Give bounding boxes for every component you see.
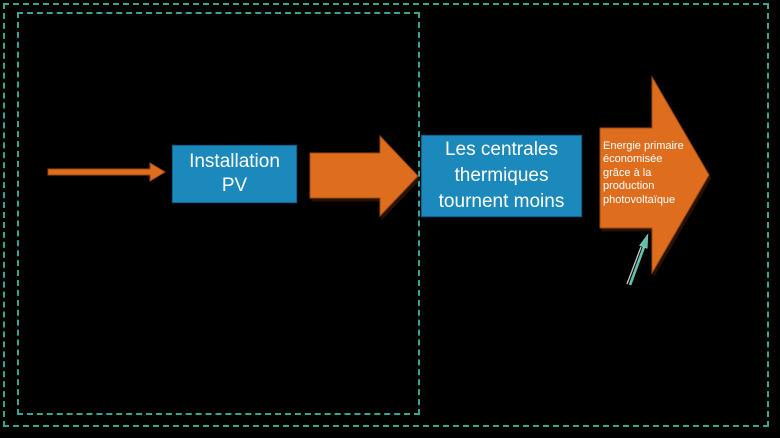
thermal-plants-box: Les centrales thermiques tournent moins — [421, 135, 582, 217]
pointer-arrow-icon — [626, 233, 649, 286]
pointer-arrow-head — [639, 233, 649, 249]
energy-saved-label: Energie primaire économisée grâce à la p… — [603, 140, 684, 206]
pointer-arrow-shaft — [628, 246, 646, 286]
block-arrow-right-icon — [309, 134, 419, 218]
thermal-plants-label: Les centrales thermiques tournent moins — [438, 138, 565, 213]
block-arrow-shape — [309, 134, 419, 218]
pointer-arrow-highlight — [626, 246, 642, 285]
installation-pv-box: Installation PV — [172, 145, 297, 203]
energy-saved-arrow-shape — [599, 75, 710, 275]
energy-arrow-polygon — [599, 75, 710, 275]
input-arrow-connector — [47, 162, 166, 182]
left-dashed-panel — [17, 12, 420, 415]
outer-dashed-border — [3, 3, 769, 427]
input-arrow-shape — [47, 162, 166, 182]
installation-pv-label: Installation PV — [189, 150, 280, 196]
